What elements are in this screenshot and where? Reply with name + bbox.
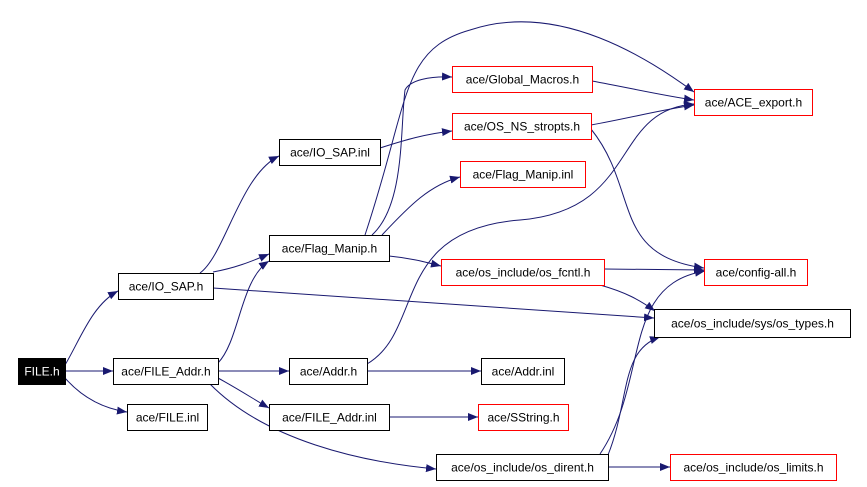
- node-os-limits-h[interactable]: ace/os_include/os_limits.h: [670, 454, 837, 481]
- edge-io_sap_h-to-flag_manip_h: [212, 253, 270, 273]
- node-addr-inl[interactable]: ace/Addr.inl: [481, 358, 565, 385]
- node-label: ace/os_include/os_limits.h: [683, 461, 823, 475]
- node-label: ace/Flag_Manip.h: [282, 242, 377, 256]
- node-file-addr-h[interactable]: ace/FILE_Addr.h: [113, 358, 219, 385]
- node-box: [113, 358, 219, 385]
- node-box: [269, 235, 390, 262]
- node-sstring-h[interactable]: ace/SString.h: [478, 404, 569, 431]
- edge-file_addr_h-to-os_dirent_h: [209, 383, 437, 473]
- edge-os_dirent_h-to-os_types_h: [607, 336, 661, 456]
- node-box: [18, 358, 66, 385]
- edge-io_sap_h-to-io_sap_inl: [199, 155, 280, 274]
- node-box: [704, 259, 808, 286]
- node-box: [452, 66, 593, 93]
- edge-os_ns_stropts_h-to-ace_export_h: [590, 102, 695, 126]
- edge-file_addr_h-to-flag_manip_h: [217, 260, 270, 364]
- edge-os_dirent_h-to-config_all_h: [599, 268, 706, 455]
- edge-flag_manip_h-to-flag_manip_inl: [381, 175, 461, 236]
- node-label: ace/IO_SAP.h: [129, 280, 204, 294]
- node-os-dirent-h[interactable]: ace/os_include/os_dirent.h: [436, 454, 609, 481]
- edge-io_sap_inl-to-os_ns_stropts_h: [379, 128, 453, 149]
- node-label: ace/Flag_Manip.inl: [473, 168, 574, 182]
- edge-io_sap_h-to-os_types_h: [212, 287, 655, 322]
- node-box: [694, 89, 813, 116]
- node-box: [127, 404, 208, 431]
- edge-global_macros_h-to-ace_export_h: [591, 80, 695, 103]
- node-label: ace/os_include/os_fcntl.h: [456, 266, 591, 280]
- node-label: ace/os_include/os_dirent.h: [451, 461, 594, 475]
- node-os-fcntl-h[interactable]: ace/os_include/os_fcntl.h: [441, 259, 605, 286]
- edge-file_h-to-io_sap_h: [64, 290, 119, 366]
- node-box: [289, 358, 368, 385]
- node-label: ace/FILE.inl: [136, 411, 199, 425]
- edge-flag_manip_h-to-global_macros_h: [371, 72, 453, 236]
- node-box: [460, 161, 586, 188]
- node-global-macros-h[interactable]: ace/Global_Macros.h: [452, 66, 593, 93]
- node-label: ace/config-all.h: [716, 266, 797, 280]
- node-label: ace/Addr.h: [300, 365, 357, 379]
- node-label: ace/Global_Macros.h: [466, 73, 579, 87]
- node-layer: FILE.h ace/IO_SAP.h ace/FILE_Addr.h ace/FIL…: [18, 66, 851, 481]
- node-label: ace/Addr.inl: [492, 365, 555, 379]
- node-label: FILE.h: [24, 365, 59, 379]
- node-file-addr-inl[interactable]: ace/FILE_Addr.inl: [269, 404, 390, 431]
- node-label: ace/SString.h: [487, 411, 559, 425]
- node-box: [436, 454, 609, 481]
- edge-addr_h-to-ace_export_h: [366, 100, 695, 365]
- edge-os_ns_stropts_h-to-config_all_h: [590, 128, 705, 271]
- node-label: ace/IO_SAP.inl: [290, 146, 370, 160]
- node-box: [670, 454, 837, 481]
- edge-file_h-to-file_inl: [64, 377, 128, 415]
- edge-flag_manip_h-to-ace_export_h: [364, 21, 695, 236]
- node-box: [279, 139, 381, 166]
- node-box: [481, 358, 565, 385]
- node-box: [441, 259, 605, 286]
- node-os-ns-stropts-h[interactable]: ace/OS_NS_stropts.h: [452, 113, 592, 140]
- node-label: ace/ACE_export.h: [705, 96, 802, 110]
- node-flag-manip-inl[interactable]: ace/Flag_Manip.inl: [460, 161, 586, 188]
- node-label: ace/FILE_Addr.h: [121, 365, 210, 379]
- edge-flag_manip_h-to-os_fcntl_h: [388, 255, 442, 268]
- node-os-types-h[interactable]: ace/os_include/sys/os_types.h: [654, 309, 851, 338]
- edge-os_fcntl_h-to-os_types_h: [599, 284, 656, 312]
- node-box: [654, 309, 851, 338]
- node-ace-export-h[interactable]: ace/ACE_export.h: [694, 89, 813, 116]
- node-addr-h[interactable]: ace/Addr.h: [289, 358, 368, 385]
- node-box: [118, 273, 214, 300]
- node-file-h[interactable]: FILE.h: [18, 358, 66, 385]
- node-io-sap-inl[interactable]: ace/IO_SAP.inl: [279, 139, 381, 166]
- edge-file_addr_h-to-file_addr_inl: [217, 377, 270, 409]
- node-config-all-h[interactable]: ace/config-all.h: [704, 259, 808, 286]
- node-flag-manip-h[interactable]: ace/Flag_Manip.h: [269, 235, 390, 262]
- edge-layer: [64, 21, 706, 473]
- node-file-inl[interactable]: ace/FILE.inl: [127, 404, 208, 431]
- node-box: [452, 113, 592, 140]
- node-label: ace/os_include/sys/os_types.h: [671, 317, 834, 331]
- node-label: ace/OS_NS_stropts.h: [464, 120, 580, 134]
- node-box: [478, 404, 569, 431]
- node-io-sap-h[interactable]: ace/IO_SAP.h: [118, 273, 214, 300]
- edge-os_fcntl_h-to-config_all_h: [603, 265, 705, 274]
- node-label: ace/FILE_Addr.inl: [282, 411, 377, 425]
- node-box: [269, 404, 390, 431]
